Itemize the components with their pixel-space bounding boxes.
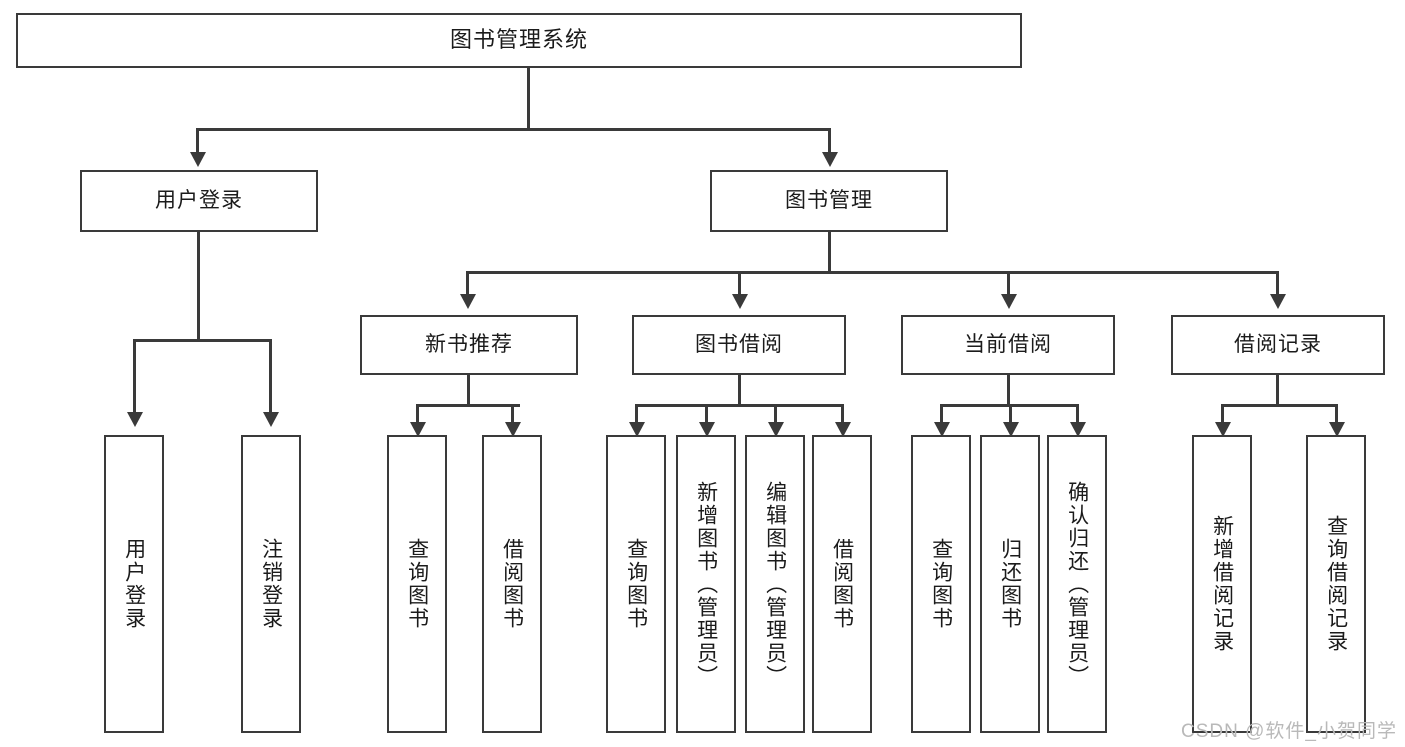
edge-root-to-book-mgmt xyxy=(828,128,831,155)
node-label: 查询图书 xyxy=(405,538,429,630)
edge-bb-to-add xyxy=(705,404,708,426)
node-label: 用户登录 xyxy=(122,538,146,630)
node-new-book-recommendation[interactable]: 新书推荐 xyxy=(360,315,578,375)
leaf-logout[interactable]: 注销登录 xyxy=(241,435,301,733)
edge-new-book-rec-stem xyxy=(467,375,470,407)
node-label: 新书推荐 xyxy=(425,333,513,357)
node-label: 新增借阅记录 xyxy=(1210,515,1234,653)
node-user-login[interactable]: 用户登录 xyxy=(80,170,318,232)
edge-cb-to-query xyxy=(940,404,943,426)
arrowhead-to-current-borrow xyxy=(1001,294,1017,309)
edge-nbr-to-borrow xyxy=(511,404,514,426)
edge-cb-to-return xyxy=(1009,404,1012,426)
node-label: 归还图书 xyxy=(998,538,1022,630)
edge-user-login-bus xyxy=(133,339,271,342)
node-label: 借阅图书 xyxy=(500,538,524,630)
node-label: 新增图书（管理员） xyxy=(694,480,718,688)
leaf-add-book-admin[interactable]: 新增图书（管理员） xyxy=(676,435,736,733)
arrowhead-root-to-user-login xyxy=(190,152,206,167)
node-label: 借阅图书 xyxy=(830,538,854,630)
node-label: 注销登录 xyxy=(259,538,283,630)
arrowhead-root-to-book-mgmt xyxy=(822,152,838,167)
edge-borrow-record-stem xyxy=(1276,375,1279,407)
arrowhead-user-login-to-leaf-logout xyxy=(263,412,279,427)
node-label: 图书借阅 xyxy=(695,333,783,357)
node-label: 查询图书 xyxy=(624,538,648,630)
node-book-borrow[interactable]: 图书借阅 xyxy=(632,315,846,375)
arrowhead-nbr-to-query xyxy=(410,422,426,437)
node-root-book-management-system[interactable]: 图书管理系统 xyxy=(16,13,1022,68)
edge-new-book-rec-bus xyxy=(416,404,520,407)
node-label: 图书管理 xyxy=(785,189,873,213)
arrowhead-br-to-query-record xyxy=(1329,422,1345,437)
arrowhead-bb-to-edit xyxy=(768,422,784,437)
edge-user-login-to-leaf-login xyxy=(133,339,136,414)
edge-book-mgmt-stem xyxy=(828,232,831,273)
edge-current-borrow-stem xyxy=(1007,375,1010,407)
node-label: 查询借阅记录 xyxy=(1324,515,1348,653)
leaf-query-book-recommendation[interactable]: 查询图书 xyxy=(387,435,447,733)
arrowhead-br-to-add-record xyxy=(1215,422,1231,437)
node-borrow-record[interactable]: 借阅记录 xyxy=(1171,315,1385,375)
edge-book-borrow-bus xyxy=(635,404,843,407)
edge-cb-to-confirm xyxy=(1076,404,1079,426)
edge-bb-to-edit xyxy=(774,404,777,426)
arrowhead-bb-to-query xyxy=(629,422,645,437)
leaf-borrow-book-recommendation[interactable]: 借阅图书 xyxy=(482,435,542,733)
edge-br-to-add-record xyxy=(1221,404,1224,426)
edge-bb-to-query xyxy=(635,404,638,426)
leaf-confirm-return-admin[interactable]: 确认归还（管理员） xyxy=(1047,435,1107,733)
node-label: 编辑图书（管理员） xyxy=(763,480,787,688)
leaf-add-borrow-record[interactable]: 新增借阅记录 xyxy=(1192,435,1252,733)
node-label: 图书管理系统 xyxy=(449,27,588,53)
arrowhead-to-new-book-rec xyxy=(460,294,476,309)
edge-root-stem xyxy=(527,68,530,129)
arrowhead-bb-to-borrow xyxy=(835,422,851,437)
leaf-return-book[interactable]: 归还图书 xyxy=(980,435,1040,733)
leaf-query-borrow-record[interactable]: 查询借阅记录 xyxy=(1306,435,1366,733)
leaf-borrow-book-borrow[interactable]: 借阅图书 xyxy=(812,435,872,733)
node-book-management[interactable]: 图书管理 xyxy=(710,170,948,232)
leaf-user-login[interactable]: 用户登录 xyxy=(104,435,164,733)
node-label: 借阅记录 xyxy=(1234,333,1322,357)
edge-book-mgmt-to-current-borrow xyxy=(1007,271,1010,297)
arrowhead-bb-to-add xyxy=(699,422,715,437)
edge-borrow-record-bus xyxy=(1221,404,1338,407)
arrowhead-cb-to-confirm xyxy=(1070,422,1086,437)
node-current-borrow[interactable]: 当前借阅 xyxy=(901,315,1115,375)
node-label: 确认归还（管理员） xyxy=(1065,480,1089,688)
node-label: 当前借阅 xyxy=(964,333,1052,357)
node-label: 查询图书 xyxy=(929,538,953,630)
arrowhead-cb-to-query xyxy=(934,422,950,437)
edge-book-mgmt-to-borrow-record xyxy=(1276,271,1279,297)
edge-root-bus xyxy=(196,128,831,131)
edge-bb-to-borrow xyxy=(841,404,844,426)
edge-book-mgmt-to-new-book-rec xyxy=(466,271,469,297)
arrowhead-to-borrow-record xyxy=(1270,294,1286,309)
edge-root-to-user-login xyxy=(196,128,199,155)
arrowhead-user-login-to-leaf-login xyxy=(127,412,143,427)
edge-user-login-stem xyxy=(197,232,200,342)
node-label: 用户登录 xyxy=(155,189,243,213)
leaf-edit-book-admin[interactable]: 编辑图书（管理员） xyxy=(745,435,805,733)
edge-user-login-to-leaf-logout xyxy=(269,339,272,414)
arrowhead-to-book-borrow xyxy=(732,294,748,309)
edge-book-mgmt-to-book-borrow xyxy=(738,271,741,297)
arrowhead-cb-to-return xyxy=(1003,422,1019,437)
edge-nbr-to-query xyxy=(416,404,419,426)
edge-book-mgmt-bus xyxy=(466,271,1278,274)
edge-book-borrow-stem xyxy=(738,375,741,407)
arrowhead-nbr-to-borrow xyxy=(505,422,521,437)
leaf-query-book-current[interactable]: 查询图书 xyxy=(911,435,971,733)
leaf-query-book-borrow[interactable]: 查询图书 xyxy=(606,435,666,733)
edge-br-to-query-record xyxy=(1335,404,1338,426)
